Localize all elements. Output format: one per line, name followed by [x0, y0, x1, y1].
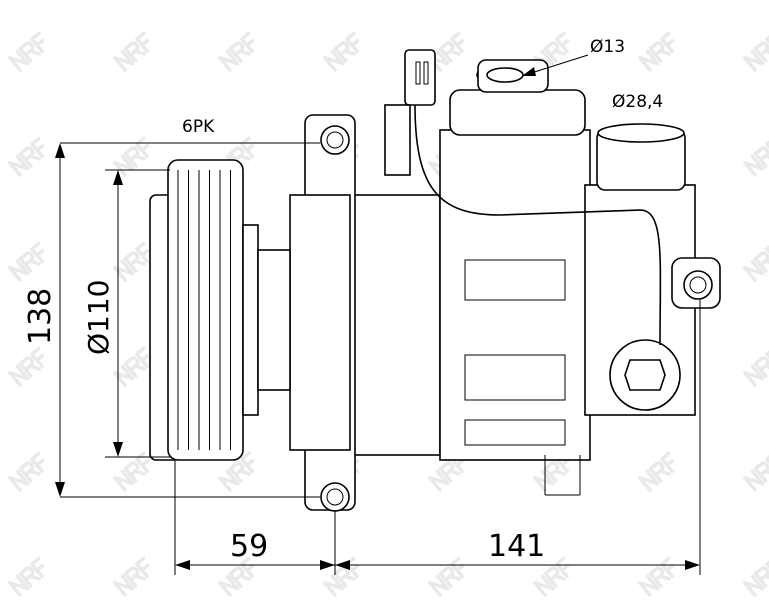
watermark-logo — [322, 31, 360, 72]
watermark-logo — [532, 556, 570, 597]
mount-hole-right — [683, 270, 713, 300]
label-port-small: Ø13 — [590, 37, 625, 57]
label-port-large: Ø28,4 — [612, 92, 663, 112]
watermark-logo — [7, 451, 45, 492]
watermark-logo — [112, 346, 150, 387]
watermark-logo — [742, 31, 769, 72]
watermark-logo — [7, 241, 45, 282]
label-height: 138 — [23, 288, 58, 345]
label-pulley-diameter: Ø110 — [82, 280, 115, 355]
watermark-logo — [112, 31, 150, 72]
mount-hole-bottom — [320, 482, 350, 512]
mount-hole-top — [320, 125, 350, 155]
watermark-logo — [427, 31, 465, 72]
watermark-logo — [637, 31, 675, 72]
watermark-logo — [532, 451, 570, 492]
watermark-logo — [217, 31, 255, 72]
watermark-logo — [112, 556, 150, 597]
dimension-labels: Ø13 Ø28,4 6PK 138 Ø110 59 141 — [23, 37, 663, 564]
watermark-logo — [217, 556, 255, 597]
watermark-logo — [637, 556, 675, 597]
watermark-logo — [742, 136, 769, 177]
pulley — [149, 159, 291, 461]
watermark-logo — [427, 451, 465, 492]
dimension-lines — [55, 54, 701, 575]
watermark-logo — [7, 136, 45, 177]
watermark-logo — [742, 346, 769, 387]
clutch-housing — [344, 194, 441, 456]
label-length: 141 — [488, 529, 545, 564]
watermark-logo — [742, 556, 769, 597]
watermark-logo — [637, 451, 675, 492]
watermark-logo — [112, 136, 150, 177]
watermark-logo — [112, 241, 150, 282]
watermark-logo — [7, 556, 45, 597]
watermark-logo — [7, 346, 45, 387]
watermark-logo — [217, 451, 255, 492]
label-belt: 6PK — [182, 117, 215, 137]
compressor-body — [289, 49, 721, 512]
label-offset: 59 — [230, 529, 268, 564]
watermark-logo — [427, 556, 465, 597]
watermark-logo — [742, 451, 769, 492]
watermark-logo — [322, 556, 360, 597]
watermark-logo — [112, 451, 150, 492]
watermark-logo — [7, 31, 45, 72]
watermark-logo — [742, 241, 769, 282]
